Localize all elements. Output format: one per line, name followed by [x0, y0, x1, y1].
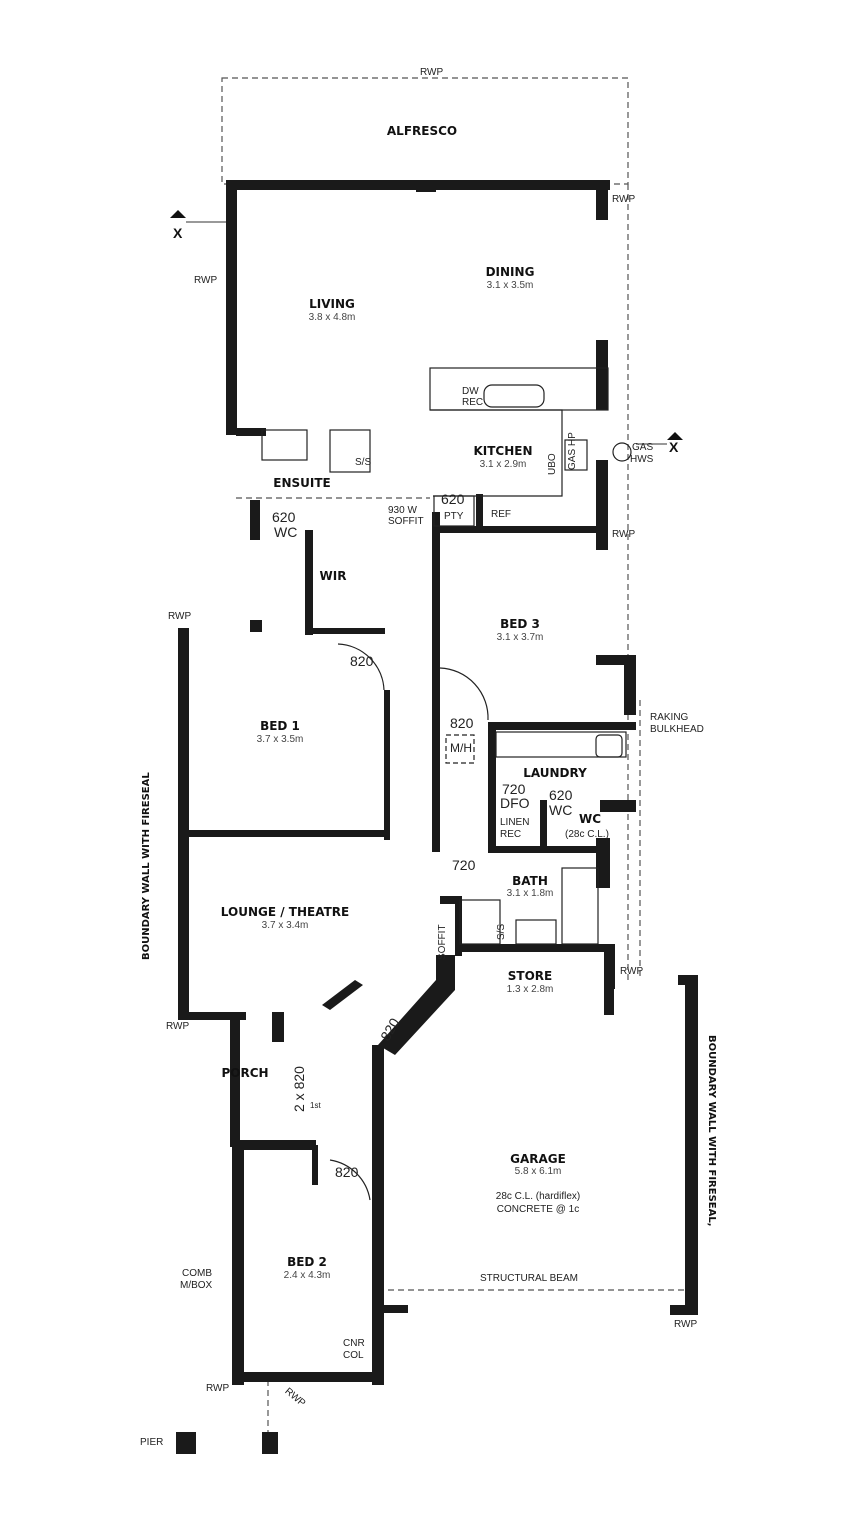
room-wc-label: WC	[578, 812, 602, 826]
room-bath-size: 3.1 x 1.8m	[506, 888, 554, 899]
soffit-930-label: 930 W	[388, 505, 417, 516]
rwp-label: RWP	[168, 611, 192, 622]
fixtures	[261, 367, 632, 1201]
corner-column-label: CNR	[343, 1338, 365, 1349]
room-living-size: 3.8 x 4.8m	[308, 312, 356, 323]
rwp-label: RWP	[420, 67, 444, 78]
room-dining-label: DINING	[485, 265, 535, 279]
dfo-door-width: 720	[502, 781, 526, 797]
structural-beam-label: STRUCTURAL BEAM	[480, 1273, 578, 1284]
linen-rec-label: REC	[500, 829, 522, 840]
room-kitchen-size: 3.1 x 2.9m	[479, 459, 527, 470]
garage-ceiling-note: 28c C.L. (hardiflex)	[495, 1191, 581, 1202]
step-label: 1st	[310, 1101, 321, 1110]
room-bed2-size: 2.4 x 4.3m	[283, 1270, 331, 1281]
door-bed1-width: 820	[350, 653, 374, 669]
section-markers	[170, 210, 683, 440]
room-laundry-label: LAUNDRY	[523, 766, 587, 780]
comb-mbox-label: M/BOX	[180, 1280, 213, 1291]
gas-hws-label: GAS	[632, 442, 654, 453]
room-bed3-label: BED 3	[500, 617, 540, 631]
rec-label: REC	[462, 397, 484, 408]
ubo-label: UBO	[547, 453, 558, 475]
section-marker-x: X	[669, 439, 679, 455]
rwp-label: RWP	[674, 1319, 698, 1330]
rwp-label: RWP	[612, 194, 636, 205]
room-kitchen-label: KITCHEN	[473, 444, 533, 458]
door-pty-width: 620	[441, 491, 465, 507]
room-garage-size: 5.8 x 6.1m	[514, 1166, 562, 1177]
room-bed1-label: BED 1	[260, 719, 300, 733]
linen-label: LINEN	[500, 817, 530, 828]
gas-hws-label: HWS	[630, 454, 654, 465]
room-garage-label: GARAGE	[510, 1152, 566, 1166]
porch-door-label: 2 x 820	[291, 1066, 307, 1112]
room-bed2-label: BED 2	[287, 1255, 327, 1269]
section-marker-x: X	[173, 225, 183, 241]
room-living-label: LIVING	[309, 297, 355, 311]
room-store-label: STORE	[507, 969, 553, 983]
soffit-930-label: SOFFIT	[388, 516, 424, 527]
corner-column-label: COL	[343, 1350, 364, 1361]
pty-label: PTY	[444, 511, 464, 522]
room-wir-label: WIR	[319, 569, 347, 583]
room-ensuite-label: ENSUITE	[273, 476, 331, 490]
raking-bulkhead-label: BULKHEAD	[650, 724, 704, 735]
door-bed2-width: 820	[335, 1164, 359, 1180]
door-bath-width: 720	[452, 857, 476, 873]
rwp-label: RWP	[612, 529, 636, 540]
room-bed3-size: 3.1 x 3.7m	[496, 632, 544, 643]
door-bed3-width: 820	[450, 715, 474, 731]
garage-floor-note: CONCRETE @ 1c	[496, 1204, 580, 1215]
room-alfresco-label: ALFRESCO	[386, 124, 458, 138]
rwp-label: RWP	[194, 275, 218, 286]
ensuite-wc-door: 620	[272, 509, 296, 525]
dw-label: DW	[462, 386, 479, 397]
boundary-wall-right-label: BOUNDARY WALL WITH FIRESEAL,	[706, 1035, 717, 1227]
room-lounge-label: LOUNGE / THEATRE	[220, 905, 350, 919]
laundry-wc-label: WC	[549, 802, 573, 818]
rwp-label: RWP	[166, 1021, 190, 1032]
manhole-label: M/H	[450, 741, 472, 755]
room-bed1-size: 3.7 x 3.5m	[256, 734, 304, 745]
bath-ss-label: S/S	[496, 923, 507, 940]
pier-label: PIER	[140, 1437, 164, 1448]
comb-mbox-label: COMB	[182, 1268, 212, 1279]
ensuite-wc-label: WC	[274, 524, 298, 540]
rwp-label: RWP	[620, 966, 644, 977]
room-wc-note: (28c C.L.)	[565, 829, 609, 840]
room-lounge-size: 3.7 x 3.4m	[261, 920, 309, 931]
ref-label: REF	[491, 509, 511, 520]
dfo-label: DFO	[500, 795, 530, 811]
soffit-label: SOFFIT	[437, 924, 448, 960]
room-porch-label: PORCH	[221, 1066, 269, 1080]
boundary-wall-left-label: BOUNDARY WALL WITH FIRESEAL	[141, 772, 152, 960]
room-dining-size: 3.1 x 3.5m	[486, 280, 534, 291]
rwp-label: RWP	[206, 1383, 230, 1394]
room-store-size: 1.3 x 2.8m	[506, 984, 554, 995]
ss-label: S/S	[355, 457, 372, 468]
raking-bulkhead-label: RAKING	[650, 712, 689, 723]
gas-hp-label: GAS HP	[567, 432, 578, 470]
walls	[176, 180, 698, 1454]
laundry-wc-door: 620	[549, 787, 573, 803]
room-bath-label: BATH	[512, 874, 548, 888]
